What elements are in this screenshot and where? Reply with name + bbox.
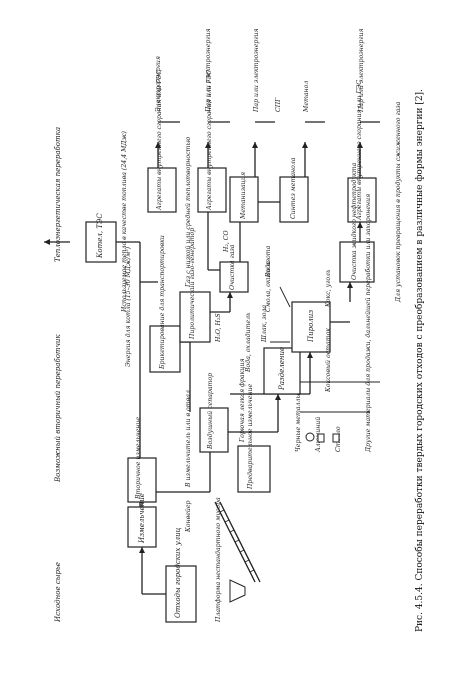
arrowheads (44, 142, 363, 553)
box-boiler (85, 221, 117, 263)
label-h2o: H₂O, H₂S (215, 313, 222, 343)
box-secondary-shredding (127, 457, 157, 503)
box-methanization (229, 176, 259, 223)
label-cooling-water: Вода, охладитель (245, 312, 252, 373)
label-secondary-shredding: Вторичное измельчение (135, 417, 142, 500)
box-shredding (127, 506, 157, 548)
label-separation: Разделение (278, 347, 286, 391)
label-light-fraction: Горючая легкая фракция (239, 358, 246, 443)
label-pyrolysis-gasifier: Пиролитический газо-генератор (189, 228, 196, 340)
label-out-steam-3: Пар или электроэнергия (358, 28, 365, 113)
magnet-icon (305, 432, 315, 442)
label-combustion-3: Агрегаты внутреннего сгорания или ГЭС (356, 80, 363, 221)
label-coal-sludge: Коксовый остаток (325, 328, 332, 393)
box-gas-cleaning (219, 261, 249, 293)
label-briquetting: Брикетирование для транспортировки (159, 235, 166, 370)
box-labels: Отходы городских улиц Измельчение Вторич… (96, 70, 363, 618)
box-urban-waste (165, 565, 197, 623)
box-pyrolysis (291, 301, 331, 353)
label-conveyor: Конвейер (185, 501, 192, 533)
label-out-spg: СПГ (275, 97, 282, 112)
box-combustion-1 (147, 167, 177, 213)
box-methane-synthesis (279, 176, 309, 223)
glass-icon (332, 433, 340, 443)
label-out-methanol: Метанол (303, 81, 310, 113)
box-preliminary-shredding (237, 445, 271, 493)
label-gas-mix: Газ с низкой или средней теплотворностью (185, 136, 192, 288)
figure-caption: Рис. 4.5.4. Способы переработки твердых … (414, 89, 425, 632)
label-usable-heat: Используемое тепло в качестве топлива (2… (121, 131, 128, 313)
label-slag: Шлак, зола (261, 305, 268, 343)
label-h2-co: H₂, CO (223, 230, 230, 253)
label-solvent: Для установок превращения в продукты сжи… (395, 101, 402, 303)
label-processing-facility: Платформа нестандартного мусора (215, 497, 222, 623)
label-methanization: Метанизация (240, 172, 247, 220)
label-to-landfill: В измельчитель или в отвал (185, 390, 192, 488)
box-combustion-3 (347, 177, 377, 223)
equipment-symbols (214, 432, 340, 603)
label-combustion-2: Агрегаты внутреннего сгорания или ГЭС (206, 70, 213, 211)
hopper-icon (229, 579, 246, 603)
flow-diagram: Отходы городских улиц Измельчение Вторич… (44, 28, 425, 632)
process-boxes (85, 167, 377, 623)
label-other-materials: Другие материалы для продажи, дальнейшей… (365, 194, 372, 453)
conveyor-icon (214, 501, 261, 583)
label-out-steam-1: Пар или электроэнергия (205, 28, 212, 113)
box-oil-cleaning (339, 241, 375, 283)
label-out-steam-2: Пар или электроэнергия (253, 28, 260, 113)
label-shredding: Измельчение (138, 493, 146, 544)
box-combustion-2 (197, 167, 227, 213)
label-methane-synthesis: Синтез метанола (290, 157, 297, 219)
label-preliminary-shredding: Предварительное измельчение (247, 384, 254, 490)
label-gas-cleaning: Очистка газа (229, 244, 236, 290)
label-out-electricity-1: Электроэнергия (155, 56, 162, 112)
label-water: Вода (265, 261, 272, 278)
label-char: Кокс, уголь (325, 269, 332, 308)
label-ferrous-metals: Черные металлы (295, 394, 302, 452)
title-secondary-raw: Возможный вторичный переработчик (54, 334, 62, 483)
label-to-furnace: Энергия для котла (15–30 МДж/м³) (125, 246, 132, 367)
aluminum-icon (317, 433, 325, 443)
box-pyrolysis-gasifier (179, 291, 211, 343)
label-boiler: Котел, ТЭС (96, 213, 104, 259)
free-labels: Исходное сырье Возможный вторичный перер… (54, 28, 402, 623)
label-combustion-1: Агрегаты внутреннего сгорания или ГЭС (156, 70, 163, 211)
label-pyrolysis: Пиролиз (307, 310, 315, 343)
title-input-raw: Исходное сырье (54, 562, 62, 623)
box-briquetting (149, 325, 181, 373)
label-urban-waste: Отходы городских улиц (174, 527, 182, 618)
label-oil-cleaning: Очистка жидкого нефтепродукта (351, 162, 358, 280)
box-separation (263, 347, 301, 395)
title-heat-processing: Теплоэнергетическая переработка (54, 127, 62, 262)
label-tar-oil: Смола, окиси азота (265, 245, 272, 312)
box-air-separator (199, 407, 229, 453)
diagram-frame: Отходы городских улиц Измельчение Вторич… (30, 28, 430, 642)
label-air-separator: Воздушный сепаратор (207, 373, 214, 450)
